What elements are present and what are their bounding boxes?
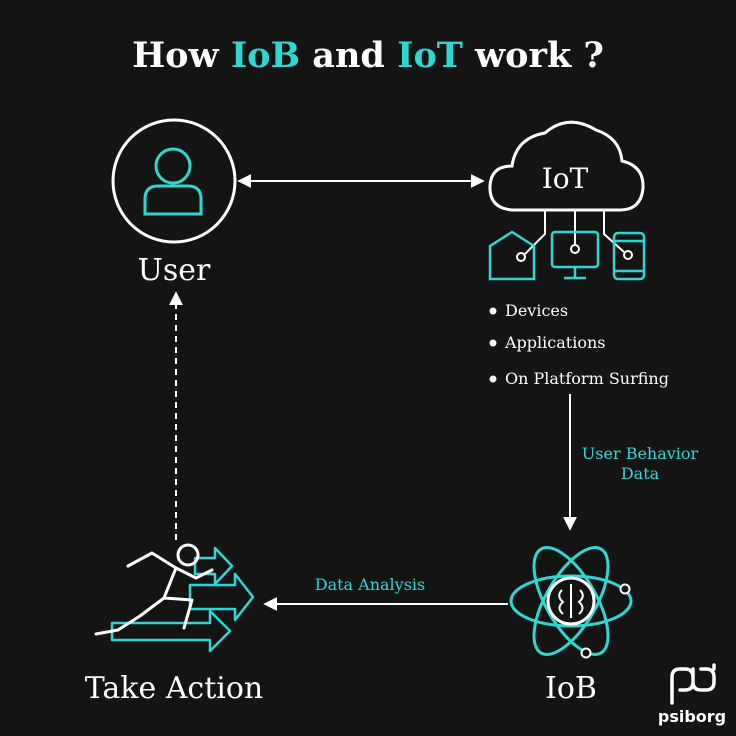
pb-logo-icon bbox=[670, 663, 716, 705]
data-analysis-label: Data Analysis bbox=[315, 575, 426, 594]
device-connectors bbox=[516, 210, 633, 262]
running-person-icon bbox=[94, 543, 214, 636]
home-icon bbox=[488, 230, 536, 281]
brand-logo: psiborg bbox=[658, 663, 726, 726]
list-item: Applications bbox=[489, 333, 605, 352]
phone-icon bbox=[612, 231, 646, 281]
svg-text:Applications: Applications bbox=[504, 333, 605, 352]
behavior-data-label-line1: User Behavior bbox=[582, 444, 699, 463]
action-node: Take Action bbox=[85, 543, 264, 706]
cloud-icon bbox=[488, 120, 645, 212]
svg-text:On Platform Surfing: On Platform Surfing bbox=[505, 369, 669, 388]
iob-label: IoB bbox=[545, 671, 597, 706]
user-circle bbox=[111, 118, 237, 244]
iot-source-list: Devices Applications On Platform Surfing bbox=[489, 301, 669, 388]
speed-arrows-icon bbox=[110, 546, 255, 653]
list-item: On Platform Surfing bbox=[489, 369, 669, 388]
list-item: Devices bbox=[489, 301, 568, 320]
iot-node: IoT bbox=[488, 120, 646, 281]
iot-label: IoT bbox=[542, 162, 589, 195]
take-action-label: Take Action bbox=[85, 671, 264, 706]
user-node: User bbox=[111, 118, 237, 288]
atom-brain-icon bbox=[509, 546, 633, 659]
behavior-data-label-line2: Data bbox=[621, 464, 660, 483]
svg-text:Devices: Devices bbox=[505, 301, 568, 320]
brand-name: psiborg bbox=[658, 707, 726, 726]
monitor-icon bbox=[550, 230, 600, 280]
iob-node: IoB bbox=[509, 546, 633, 706]
user-label: User bbox=[138, 253, 211, 288]
user-icon bbox=[143, 147, 203, 216]
title: How IoB and IoT work ? bbox=[132, 35, 604, 76]
